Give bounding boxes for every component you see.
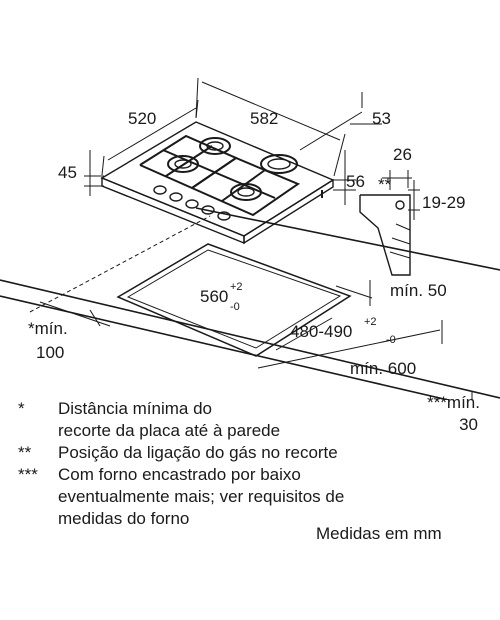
footnote-1-line-2: recorte da placa até à parede bbox=[58, 421, 281, 440]
dim-hob-width: 582 bbox=[250, 109, 278, 128]
dim-min-back: mín. 50 bbox=[390, 281, 447, 300]
footnote-3-line-3: medidas do forno bbox=[58, 509, 190, 528]
installation-drawing: 520 582 53 45 56 26 ** 19-29 560 +2 -0 4… bbox=[0, 77, 500, 400]
dim-gas-height: 56 bbox=[346, 172, 365, 191]
worktop-illustration bbox=[0, 207, 500, 400]
dim-hob-height: 45 bbox=[58, 163, 77, 182]
dim-cutout-depth-tol-minus: -0 bbox=[386, 334, 396, 346]
footnote-1-line-1: Distância mínima do bbox=[58, 399, 213, 418]
burner-front-left bbox=[167, 155, 199, 173]
dimension-labels: 520 582 53 45 56 26 ** 19-29 560 +2 -0 4… bbox=[28, 109, 465, 378]
footnote-3-line-1: Com forno encastrado por baixo bbox=[58, 465, 301, 484]
hob-side-edge bbox=[243, 178, 334, 245]
control-knobs bbox=[153, 185, 231, 221]
dim-cutout-depth-tol-plus: +2 bbox=[364, 316, 377, 328]
dim-min-wall-label: *mín. bbox=[28, 319, 68, 338]
footnote-1: * Distância mínima do recorte da placa a… bbox=[18, 398, 488, 442]
burner-front-right bbox=[230, 183, 262, 201]
dim-gas-range: 19-29 bbox=[422, 193, 465, 212]
dim-hob-depth: 520 bbox=[128, 109, 156, 128]
burner-wok bbox=[260, 154, 298, 174]
cutout-outline bbox=[116, 243, 352, 357]
footnote-3-line-2: eventualmente mais; ver requisitos de bbox=[58, 487, 345, 506]
dim-cutout-depth: 480-490 bbox=[290, 322, 352, 341]
footnotes: * Distância mínima do recorte da placa a… bbox=[18, 398, 488, 530]
footnote-3-mark: *** bbox=[18, 465, 38, 484]
hob-illustration bbox=[100, 121, 335, 245]
dim-gas-marker: ** bbox=[378, 175, 392, 194]
dim-min-oven-label: ***mín. bbox=[427, 393, 480, 412]
burner-back-left bbox=[199, 137, 231, 155]
dim-right-offset: 53 bbox=[372, 109, 391, 128]
dim-min-wall-value: 100 bbox=[36, 343, 64, 362]
dim-min-front: mín. 600 bbox=[350, 359, 416, 378]
dim-min-oven: ***mín. 30 bbox=[410, 392, 480, 436]
footnote-2-mark: ** bbox=[18, 443, 32, 462]
hob-dimension-lines bbox=[84, 77, 382, 205]
hob-front-edge bbox=[101, 176, 245, 245]
dim-min-oven-value: 30 bbox=[459, 415, 478, 434]
footnote-3: *** Com forno encastrado por baixo event… bbox=[18, 464, 488, 530]
dim-gas-offset: 26 bbox=[393, 145, 412, 164]
gas-connection-detail bbox=[359, 170, 420, 276]
dim-cutout-width: 560 bbox=[200, 287, 228, 306]
units-note: Medidas em mm bbox=[316, 524, 442, 543]
footnote-2: ** Posição da ligação do gás no recorte bbox=[18, 442, 488, 464]
footnote-2-line-1: Posição da ligação do gás no recorte bbox=[58, 443, 338, 462]
dim-cutout-width-tol-minus: -0 bbox=[230, 301, 240, 313]
dim-cutout-width-tol-plus: +2 bbox=[230, 281, 243, 293]
footnote-1-mark: * bbox=[18, 399, 25, 418]
